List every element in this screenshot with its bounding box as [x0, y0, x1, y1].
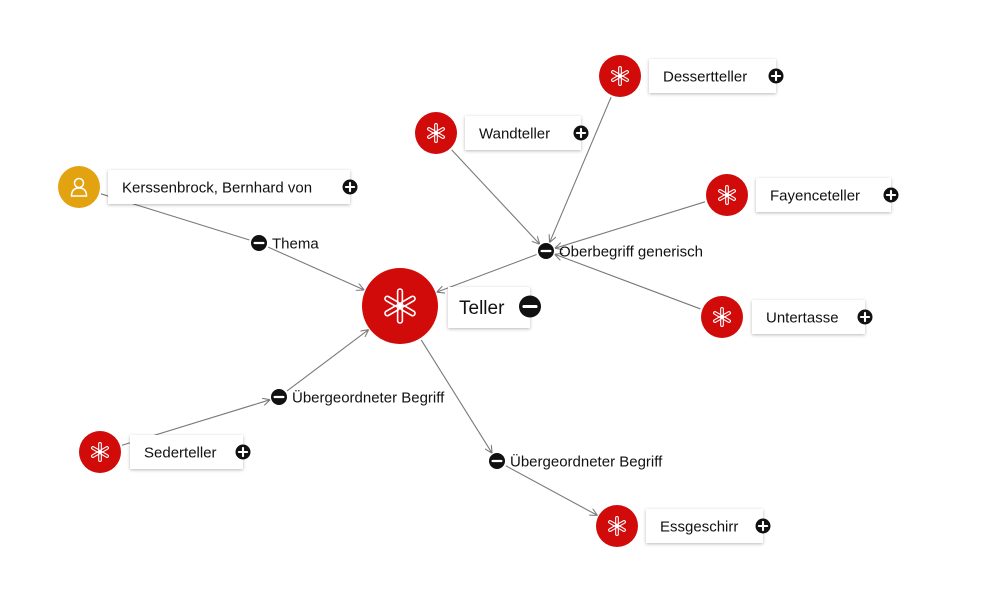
node-label: Essgeschirr — [660, 519, 738, 536]
asterisk-icon — [427, 122, 445, 144]
edge-line — [556, 201, 706, 248]
expand-node-icon[interactable] — [342, 179, 358, 195]
asterisk-icon — [608, 515, 626, 537]
edge-line — [505, 465, 597, 515]
node-label-box[interactable]: Essgeschirr — [646, 509, 763, 543]
node-sederteller[interactable]: Sederteller — [79, 431, 251, 473]
node-label-box[interactable]: Wandteller — [465, 116, 581, 150]
label-background — [448, 287, 530, 328]
label-background — [130, 435, 243, 469]
relation-uebergeordnet2: Übergeordneter Begriff — [489, 453, 663, 471]
expand-node-icon[interactable] — [573, 125, 589, 141]
node-label: Sederteller — [144, 445, 217, 462]
relation-label: Übergeordneter Begriff — [510, 453, 663, 471]
relation-thema: Thema — [251, 235, 319, 253]
asterisk-icon — [384, 288, 416, 324]
label-background — [756, 178, 891, 212]
node-fayenceteller[interactable]: Fayenceteller — [706, 174, 899, 216]
collapse-relation-icon[interactable] — [251, 235, 267, 251]
relation-label: Übergeordneter Begriff — [292, 389, 445, 407]
node-wandteller[interactable]: Wandteller — [415, 112, 589, 154]
collapse-relation-icon[interactable] — [489, 453, 505, 469]
asterisk-icon — [718, 184, 736, 206]
expand-node-icon[interactable] — [857, 309, 873, 325]
label-background — [108, 170, 350, 204]
node-label: Untertasse — [766, 310, 839, 327]
asterisk-icon — [91, 441, 109, 463]
label-background — [649, 59, 776, 93]
edge-line — [437, 254, 537, 292]
node-label: Dessertteller — [663, 69, 747, 86]
edge-line — [420, 339, 491, 453]
nodes-layer: Kerssenbrock, Bernhard von Wandteller Dess… — [58, 55, 899, 547]
expand-node-icon[interactable] — [235, 444, 251, 460]
expand-node-icon[interactable] — [883, 187, 899, 203]
edge-line — [286, 330, 368, 392]
center-label: Teller — [459, 298, 505, 319]
label-background — [465, 116, 581, 150]
node-label: Kerssenbrock, Bernhard von — [122, 180, 312, 197]
center-node[interactable]: Teller — [362, 268, 541, 344]
asterisk-icon — [713, 306, 731, 328]
center-label-box[interactable]: Teller — [448, 287, 530, 328]
person-icon — [70, 177, 88, 197]
node-label: Wandteller — [479, 126, 550, 143]
node-label-box[interactable]: Dessertteller — [649, 59, 776, 93]
node-untertasse[interactable]: Untertasse — [701, 296, 873, 338]
relations-layer: Thema Oberbegriff generischÜbergeordneter… — [251, 235, 703, 471]
node-essgeschirr[interactable]: Essgeschirr — [596, 505, 771, 547]
node-dessertteller[interactable]: Dessertteller — [599, 55, 784, 97]
node-kerssenbrock[interactable]: Kerssenbrock, Bernhard von — [58, 166, 358, 208]
relation-oberbegriff: Oberbegriff generisch — [538, 243, 703, 261]
edge-line — [555, 255, 701, 310]
expand-node-icon[interactable] — [755, 518, 771, 534]
expand-node-icon[interactable] — [768, 68, 784, 84]
edge-line — [550, 96, 612, 242]
collapse-relation-icon[interactable] — [538, 243, 554, 259]
asterisk-icon — [611, 65, 629, 87]
edge-line — [451, 149, 539, 244]
collapse-relation-icon[interactable] — [271, 389, 287, 405]
relation-label: Thema — [272, 236, 319, 253]
relation-uebergeordnet1: Übergeordneter Begriff — [271, 389, 445, 407]
node-label-box[interactable]: Untertasse — [752, 300, 865, 334]
collapse-center-icon[interactable] — [519, 295, 541, 318]
node-label-box[interactable]: Fayenceteller — [756, 178, 891, 212]
edges-layer — [100, 96, 706, 515]
node-label-box[interactable]: Sederteller — [130, 435, 243, 469]
label-background — [646, 509, 763, 543]
relation-label: Oberbegriff generisch — [559, 244, 703, 261]
node-label-box[interactable]: Kerssenbrock, Bernhard von — [108, 170, 350, 204]
edge-line — [267, 246, 363, 290]
node-label: Fayenceteller — [770, 188, 860, 205]
label-background — [752, 300, 865, 334]
